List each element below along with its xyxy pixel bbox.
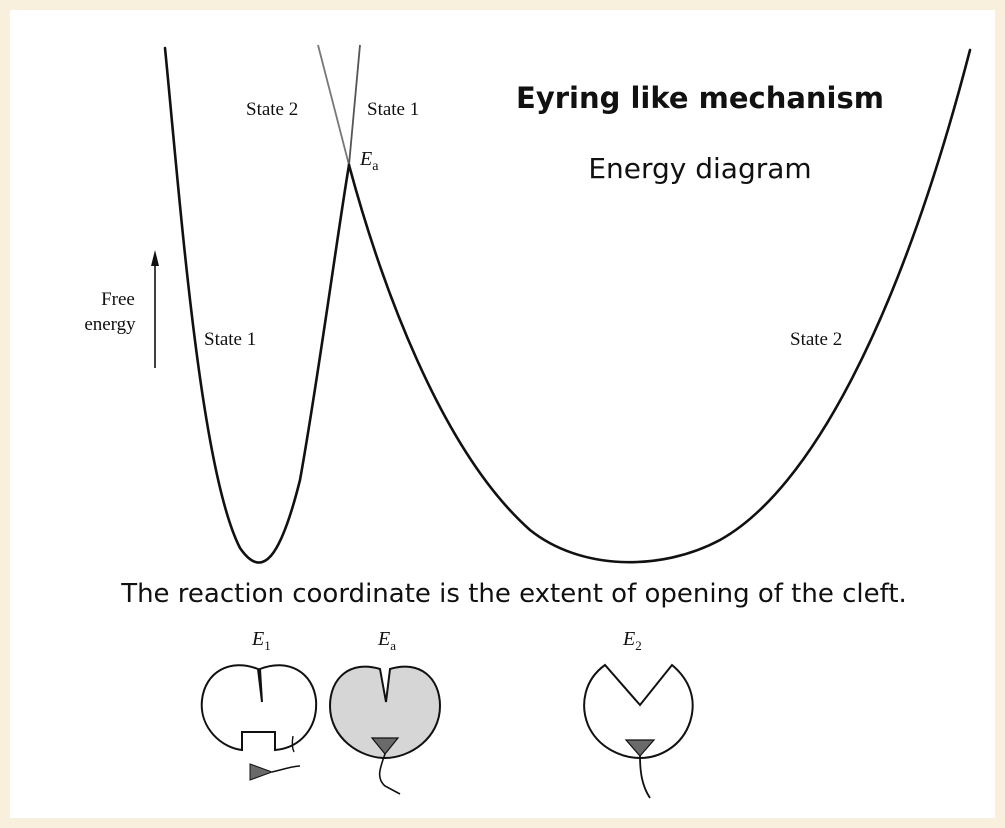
state1-energy-curve <box>165 48 349 563</box>
state2-right-label: State 2 <box>790 329 842 350</box>
state1-top-label: State 1 <box>367 99 419 120</box>
figure-panel: Free energy State 2 State 1 State 1 Stat… <box>10 10 995 818</box>
transition-state-label: Ea <box>359 148 379 174</box>
enzyme-e2-illustration <box>584 665 693 798</box>
diagram-subtitle: Energy diagram <box>588 152 811 185</box>
state2-top-label: State 2 <box>246 99 298 120</box>
enzyme-label-e2: E2 <box>622 628 642 653</box>
enzyme-label-e1: E1 <box>251 628 271 653</box>
axis-label-line1: Free <box>101 289 135 310</box>
state1-curve-continuation <box>318 45 349 165</box>
axis-label-line2: energy <box>84 314 136 335</box>
enzyme-ea-illustration <box>330 667 440 794</box>
free-energy-axis <box>151 250 159 368</box>
caption: The reaction coordinate is the extent of… <box>120 579 907 609</box>
energy-diagram: Free energy State 2 State 1 State 1 Stat… <box>10 10 995 818</box>
state2-curve-upper <box>349 45 360 165</box>
state2-energy-curve <box>349 50 970 562</box>
enzyme-e1-illustration <box>202 665 316 780</box>
state1-left-label: State 1 <box>204 329 256 350</box>
diagram-title: Eyring like mechanism <box>516 81 884 115</box>
enzyme-label-ea: Ea <box>377 628 396 653</box>
